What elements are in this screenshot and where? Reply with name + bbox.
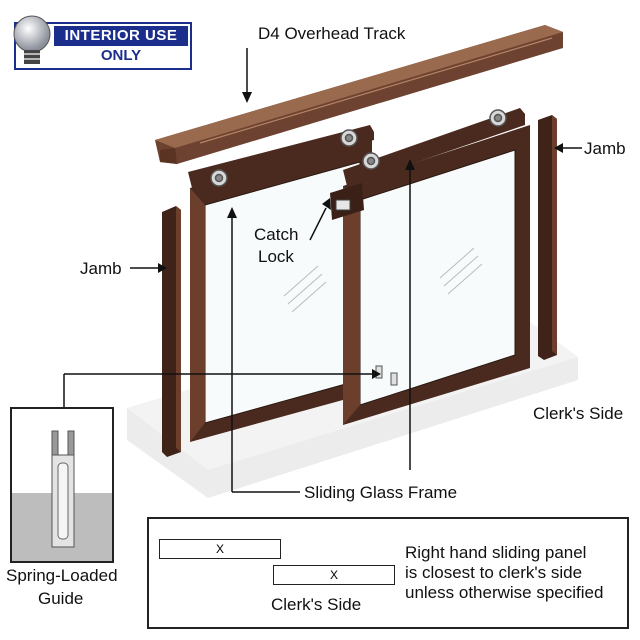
label-sliding-glass-frame: Sliding Glass Frame — [304, 483, 458, 502]
legend-note: Right hand sliding panel is closest to c… — [405, 543, 603, 603]
legend-panel-front: X — [273, 565, 395, 585]
jamb-left — [162, 206, 181, 457]
legend-note-line-2: is closest to clerk's side — [405, 563, 583, 582]
jamb-right — [538, 115, 557, 360]
legend-note-line-1: Right hand sliding panel — [405, 543, 587, 562]
badge-line-1: INTERIOR USE — [54, 26, 188, 46]
interior-use-badge: INTERIOR USE ONLY — [13, 15, 192, 70]
label-overhead-track: D4 Overhead Track — [258, 24, 406, 43]
label-spring-guide-line-2: Guide — [38, 589, 84, 608]
lightbulb-icon — [13, 15, 51, 64]
label-spring-guide-line-1: Spring-Loaded — [6, 566, 118, 585]
label-jamb-right: Jamb — [584, 139, 626, 158]
sliding-frame-right — [343, 108, 530, 425]
legend-note-line-3: unless otherwise specified — [405, 583, 604, 602]
label-catch-lock-line-1: Catch — [254, 225, 299, 244]
label-jamb-left: Jamb — [80, 259, 122, 278]
leader-lines — [63, 48, 582, 493]
label-catch-lock-line-2: Lock — [258, 247, 294, 266]
overhead-track — [155, 25, 563, 164]
spring-guide-inset — [10, 407, 114, 563]
legend-clerks-side: Clerk's Side — [271, 595, 362, 614]
arrowheads — [158, 92, 563, 379]
spring-guide-detail — [12, 430, 112, 561]
label-clerks-side: Clerk's Side — [533, 404, 624, 423]
legend-panel-back: X — [159, 539, 281, 559]
catch-lock — [330, 183, 364, 220]
legend-box: X X Right hand sliding panel is closest … — [147, 517, 629, 629]
roller-wheels — [210, 109, 507, 187]
badge-line-2: ONLY — [100, 47, 142, 64]
